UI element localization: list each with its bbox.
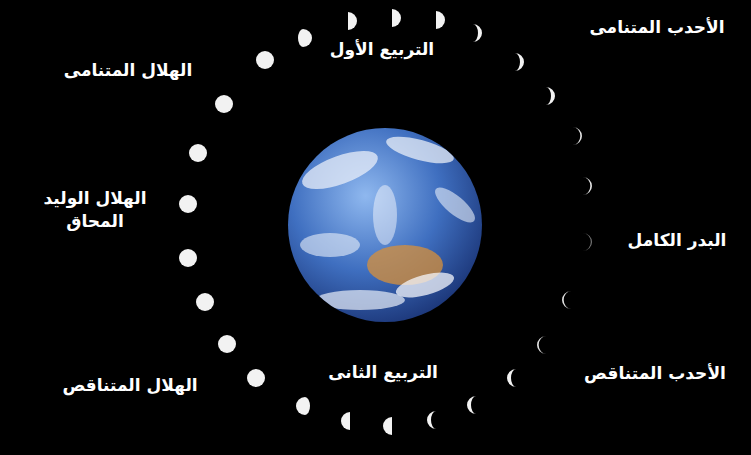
phase-label: الهلال الوليد المحاق xyxy=(25,187,165,233)
phase-label: الأحدب المتنامى xyxy=(589,16,724,39)
phase-label: الأحدب المتناقص xyxy=(584,362,726,385)
phase-label: البدر الكامل xyxy=(628,229,727,252)
phase-label: التربيع الأول xyxy=(330,38,434,61)
phase-label: الهلال المتنامى xyxy=(64,59,193,82)
moon-ring xyxy=(179,9,592,435)
phase-label: التربيع الثانى xyxy=(328,361,438,384)
earth xyxy=(288,128,482,322)
phase-label: الهلال المتناقص xyxy=(62,374,197,397)
